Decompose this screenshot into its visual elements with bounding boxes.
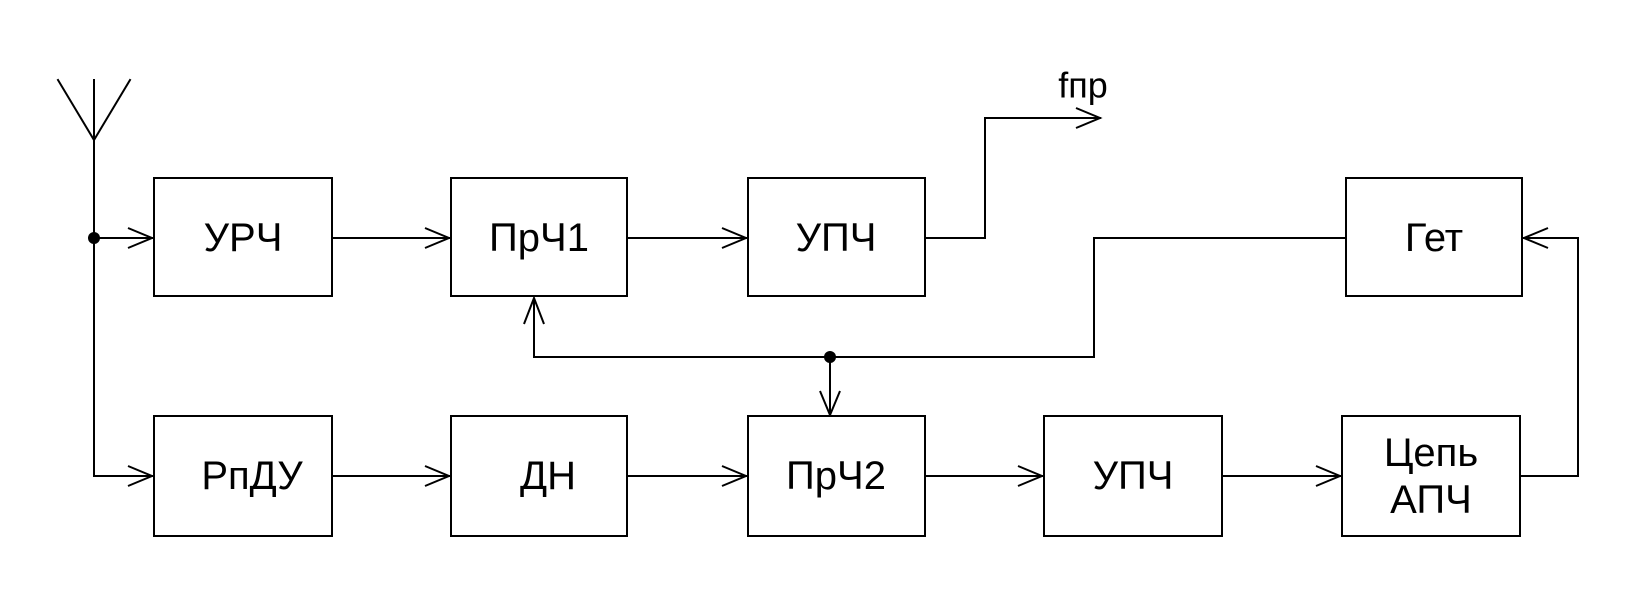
block-prch2-label: ПрЧ2 — [786, 454, 886, 498]
block-prch1: ПрЧ1 — [450, 177, 628, 297]
block-apch-label-line1: Цепь — [1384, 431, 1478, 475]
arrow-into-apch — [1315, 465, 1343, 487]
junction-dot-antenna — [88, 232, 100, 244]
arrow-into-urch — [127, 227, 155, 249]
block-apch-label-line2: АПЧ — [1390, 478, 1472, 522]
block-dn: ДН — [450, 415, 628, 537]
arrow-into-upch1 — [721, 227, 749, 249]
block-urch-label: УРЧ — [204, 216, 283, 260]
block-upch1: УПЧ — [747, 177, 926, 297]
junction-dot-bus — [824, 351, 836, 363]
arrow-into-rpdu — [127, 465, 155, 487]
block-upch2: УПЧ — [1043, 415, 1223, 537]
arrow-into-get — [1521, 227, 1549, 249]
arrow-into-prch1 — [424, 227, 452, 249]
block-get-label: Гет — [1405, 216, 1463, 260]
wire-get-to-bus — [533, 237, 1345, 358]
block-prch2: ПрЧ2 — [747, 415, 926, 537]
arrow-into-upch2 — [1017, 465, 1045, 487]
block-apch: Цепь АПЧ — [1341, 415, 1521, 537]
block-upch2-label: УПЧ — [1093, 454, 1174, 498]
wire-upch1-to-output — [926, 117, 1101, 239]
arrow-into-dn — [424, 465, 452, 487]
block-dn-label: ДН — [520, 454, 576, 498]
output-frequency-label: fпр — [1058, 65, 1108, 106]
arrow-output — [1075, 107, 1103, 129]
block-prch1-label: ПрЧ1 — [489, 216, 589, 260]
antenna-feed-line — [93, 139, 153, 477]
antenna-icon — [56, 78, 132, 142]
arrow-into-prch1-bottom — [523, 295, 545, 325]
block-urch: УРЧ — [153, 177, 333, 297]
block-rpdu: РпДУ — [153, 415, 333, 537]
block-get: Гет — [1345, 177, 1523, 297]
arrow-into-prch2 — [721, 465, 749, 487]
block-upch1-label: УПЧ — [796, 216, 877, 260]
wire-apch-to-get — [1521, 237, 1579, 477]
block-rpdu-label: РпДУ — [201, 454, 303, 498]
